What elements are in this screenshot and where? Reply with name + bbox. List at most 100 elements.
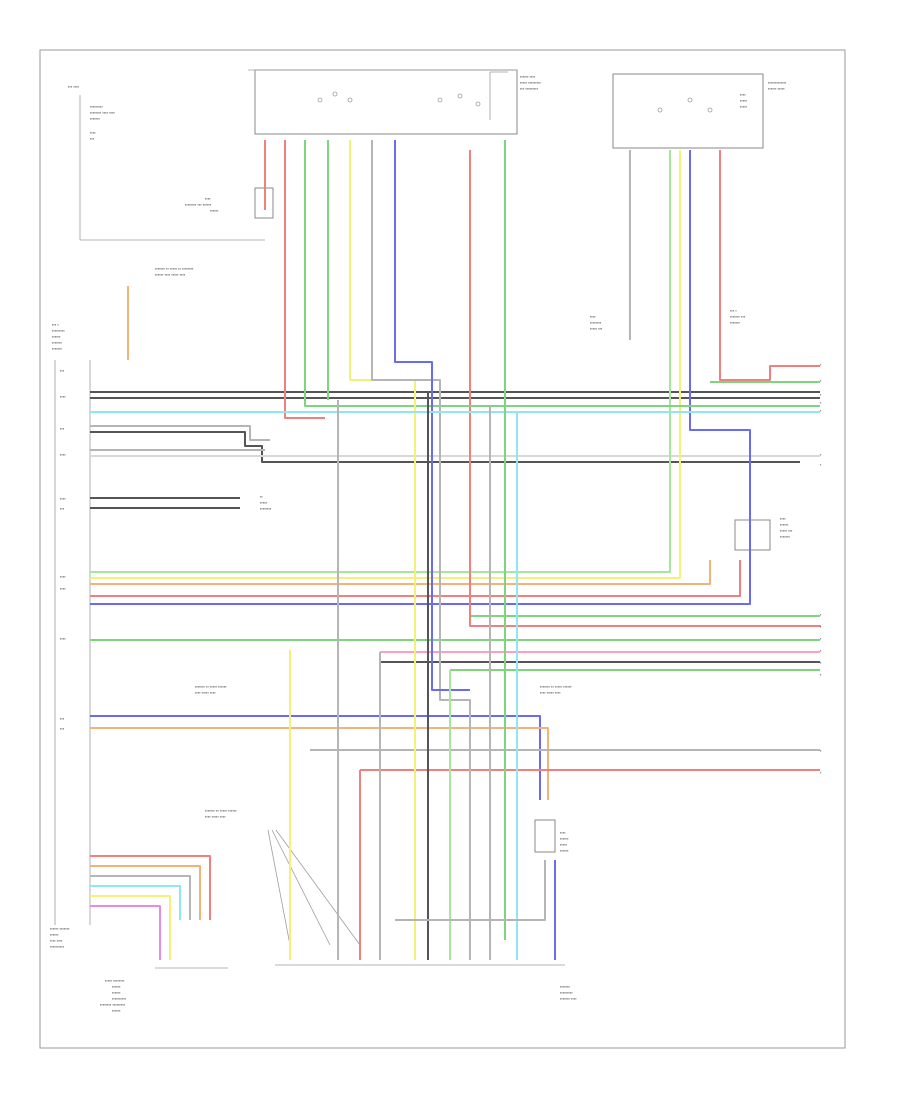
wires: [90, 140, 821, 960]
svg-text:▪▪▪▪▪▪▪▪▪: ▪▪▪▪▪▪▪▪▪: [90, 104, 103, 109]
wire-red-37: [719, 150, 820, 381]
svg-text:▪▪▪▪▪ ▪▪▪▪▪▪▪▪: ▪▪▪▪▪ ▪▪▪▪▪▪▪▪: [105, 978, 125, 983]
svg-text:▪▪▪▪: ▪▪▪▪: [780, 516, 786, 521]
svg-text:▪▪▪: ▪▪▪: [60, 426, 65, 431]
svg-text:▪: ▪: [820, 636, 822, 641]
svg-text:▪▪▪▪: ▪▪▪▪: [60, 636, 66, 641]
wire-gray-46: [90, 875, 191, 920]
wire-blue-16: [90, 715, 541, 800]
wire-orange-17: [90, 727, 549, 800]
svg-text:▪▪▪ ▪▪▪▪▪▪▪▪▪: ▪▪▪ ▪▪▪▪▪▪▪▪▪: [520, 86, 539, 91]
svg-text:▪▪▪▪▪▪▪ ▪▪ ▪▪▪▪▪ ▪▪ ▪▪▪▪▪▪▪▪: ▪▪▪▪▪▪▪ ▪▪ ▪▪▪▪▪ ▪▪ ▪▪▪▪▪▪▪▪: [155, 266, 194, 271]
svg-text:▪▪▪▪▪▪: ▪▪▪▪▪▪: [50, 932, 59, 937]
svg-text:▪▪▪▪▪▪▪: ▪▪▪▪▪▪▪: [90, 116, 101, 121]
svg-text:▪▪▪▪▪▪▪▪: ▪▪▪▪▪▪▪▪: [590, 320, 602, 325]
svg-text:▪▪▪▪: ▪▪▪▪: [560, 830, 566, 835]
svg-text:▪▪▪▪▪▪ ▪▪▪▪▪▪▪: ▪▪▪▪▪▪ ▪▪▪▪▪▪▪: [50, 926, 70, 931]
svg-text:▪▪▪▪▪▪▪: ▪▪▪▪▪▪▪: [780, 534, 791, 539]
svg-text:▪▪▪▪▪▪▪▪▪: ▪▪▪▪▪▪▪▪▪: [560, 990, 573, 995]
svg-text:▪▪▪▪▪▪▪▪ ▪▪▪ ▪▪▪▪▪▪: ▪▪▪▪▪▪▪▪ ▪▪▪ ▪▪▪▪▪▪: [185, 202, 212, 207]
svg-text:▪: ▪: [820, 648, 822, 653]
wire-ltgreen-5: [90, 150, 671, 573]
svg-text:▪: ▪: [820, 378, 822, 383]
svg-text:▪▪▪: ▪▪▪: [60, 726, 65, 731]
svg-text:▪▪▪▪ ▪▪▪▪: ▪▪▪▪ ▪▪▪▪: [50, 938, 63, 943]
svg-text:▪▪: ▪▪: [260, 494, 263, 499]
wire-blue-9: [90, 150, 751, 605]
svg-text:▪: ▪: [820, 452, 822, 457]
svg-text:▪: ▪: [820, 408, 822, 413]
wire-yellow-49: [90, 895, 171, 960]
svg-text:▪▪▪ ▪: ▪▪▪ ▪: [52, 322, 59, 327]
svg-text:▪▪▪▪▪▪▪▪▪▪: ▪▪▪▪▪▪▪▪▪▪: [50, 944, 65, 949]
svg-text:▪▪▪▪▪: ▪▪▪▪▪: [740, 98, 748, 103]
right-pin-labels: ▪ ▪ ▪ ▪ ▪ ▪ ▪ ▪ ▪ ▪ ▪ ▪ ▪ ▪ ▪: [820, 362, 822, 775]
svg-text:▪▪▪▪▪▪▪: ▪▪▪▪▪▪▪: [52, 340, 63, 345]
wire-green-22: [304, 140, 820, 407]
neutral-safety-switch: ▪▪▪▪ ▪▪▪▪▪▪ ▪▪▪▪▪ ▪▪▪ ▪▪▪▪▪▪▪: [734, 516, 793, 551]
svg-text:▪: ▪: [820, 660, 822, 665]
shift-lock-solenoid: ▪▪▪▪ ▪▪▪▪▪▪▪▪ ▪▪▪ ▪▪▪▪▪▪ ▪▪▪▪▪▪: [185, 187, 274, 219]
svg-text:▪▪▪▪: ▪▪▪▪: [590, 314, 596, 319]
svg-text:▪▪▪▪▪▪ ▪▪▪▪ ▪▪▪▪▪ ▪▪▪▪: ▪▪▪▪▪▪ ▪▪▪▪ ▪▪▪▪▪ ▪▪▪▪: [155, 272, 186, 277]
svg-text:▪▪▪ ▪▪▪▪: ▪▪▪ ▪▪▪▪: [68, 84, 80, 89]
svg-text:▪: ▪: [820, 400, 822, 405]
svg-text:▪: ▪: [820, 392, 822, 397]
svg-text:▪▪▪▪▪▪ ▪▪▪▪: ▪▪▪▪▪▪ ▪▪▪▪: [520, 74, 536, 79]
svg-text:▪▪▪: ▪▪▪: [60, 716, 65, 721]
wire-red-44: [90, 855, 211, 920]
wire-red-21: [284, 140, 325, 419]
svg-text:▪▪▪▪ ▪▪▪▪▪ ▪▪▪▪: ▪▪▪▪ ▪▪▪▪▪ ▪▪▪▪: [195, 690, 216, 695]
svg-text:▪▪▪▪▪▪: ▪▪▪▪▪▪: [560, 836, 569, 841]
park-position-switch: ▪▪▪▪▪ ▪▪▪▪▪▪▪▪ ▪▪▪▪▪▪ ▪▪▪▪▪▪ ▪▪▪▪▪▪▪▪▪▪ …: [100, 967, 228, 1013]
wire-gray-51: [395, 860, 546, 921]
svg-text:▪▪▪: ▪▪▪: [90, 136, 95, 141]
svg-text:▪▪▪▪▪ ▪▪▪▪▪▪▪▪▪: ▪▪▪▪▪ ▪▪▪▪▪▪▪▪▪: [520, 80, 542, 85]
wire-cyan-47: [90, 885, 181, 920]
ecm-terminal-labels: ▪▪▪ ▪▪▪▪ ▪▪▪ ▪▪▪▪ ▪▪▪▪ ▪▪▪ ▪▪▪▪ ▪▪▪▪ ▪▪▪…: [60, 368, 66, 731]
svg-text:▪: ▪: [820, 612, 822, 617]
wire-black-3: [90, 431, 800, 463]
svg-text:▪▪▪▪▪▪ ▪▪▪▪▪: ▪▪▪▪▪▪ ▪▪▪▪▪: [768, 86, 785, 91]
svg-text:▪: ▪: [820, 672, 822, 677]
svg-text:▪: ▪: [820, 462, 822, 467]
svg-text:▪▪▪▪: ▪▪▪▪: [740, 92, 746, 97]
diagram-frame: [39, 49, 846, 1049]
wire-violet-48: [90, 905, 161, 960]
svg-text:▪▪▪▪▪▪: ▪▪▪▪▪▪: [52, 334, 61, 339]
wire-gray-2: [90, 425, 270, 441]
svg-text:▪▪▪▪▪▪: ▪▪▪▪▪▪: [780, 522, 789, 527]
combination-switch: ▪▪▪▪ ▪▪▪▪▪ ▪▪▪▪▪ ▪▪▪▪▪▪▪▪▪▪▪▪▪ ▪▪▪▪▪▪ ▪▪…: [612, 73, 787, 149]
wire-blue-26: [394, 140, 470, 691]
svg-text:▪▪▪▪▪▪▪ ▪▪ ▪▪▪▪▪ ▪▪▪▪▪▪: ▪▪▪▪▪▪▪ ▪▪ ▪▪▪▪▪ ▪▪▪▪▪▪: [540, 684, 572, 689]
ignition-switch: ▪▪▪ ▪▪▪▪ ▪▪▪▪▪▪▪▪▪ ▪▪▪▪▪▪▪▪ ▪▪▪▪ ▪▪▪▪ ▪▪…: [68, 84, 265, 241]
svg-text:▪▪▪▪: ▪▪▪▪: [60, 452, 66, 457]
wire-red-12: [469, 150, 821, 627]
svg-text:▪▪▪▪▪: ▪▪▪▪▪: [560, 842, 568, 847]
svg-text:▪▪▪: ▪▪▪: [60, 368, 65, 373]
svg-text:▪▪▪▪▪ ▪▪▪: ▪▪▪▪▪ ▪▪▪: [590, 326, 603, 331]
svg-text:▪▪▪▪▪▪: ▪▪▪▪▪▪: [112, 1008, 121, 1013]
transmission-control-switch: ▪▪▪▪▪▪ ▪▪▪▪ ▪▪▪▪▪ ▪▪▪▪▪▪▪▪▪ ▪▪▪ ▪▪▪▪▪▪▪▪…: [248, 69, 542, 135]
svg-text:▪▪▪▪▪ ▪▪▪: ▪▪▪▪▪ ▪▪▪: [780, 528, 793, 533]
svg-text:▪▪▪▪ ▪▪▪▪▪ ▪▪▪▪: ▪▪▪▪ ▪▪▪▪▪ ▪▪▪▪: [205, 814, 226, 819]
svg-text:▪▪▪ ▪: ▪▪▪ ▪: [730, 308, 737, 313]
wire-red-8: [90, 560, 741, 597]
svg-text:▪▪▪▪▪▪▪: ▪▪▪▪▪▪▪: [730, 320, 741, 325]
svg-text:▪: ▪: [820, 362, 822, 367]
wire-orange-7: [90, 560, 711, 585]
svg-text:▪: ▪: [820, 770, 822, 775]
svg-text:▪▪▪▪: ▪▪▪▪: [60, 586, 66, 591]
svg-text:▪▪▪▪: ▪▪▪▪: [205, 196, 211, 201]
svg-text:▪▪▪▪▪▪: ▪▪▪▪▪▪: [112, 984, 121, 989]
svg-text:▪▪▪▪▪▪▪▪▪▪▪▪▪: ▪▪▪▪▪▪▪▪▪▪▪▪▪: [768, 80, 787, 85]
svg-text:▪▪▪▪▪: ▪▪▪▪▪: [740, 104, 748, 109]
transmission-solenoids: ▪▪▪▪▪▪▪ ▪▪▪▪▪▪▪▪▪ ▪▪▪▪▪▪▪ ▪▪▪▪: [275, 964, 577, 1001]
svg-text:▪▪▪▪▪▪▪ ▪▪ ▪▪▪▪▪ ▪▪▪▪▪▪: ▪▪▪▪▪▪▪ ▪▪ ▪▪▪▪▪ ▪▪▪▪▪▪: [205, 808, 237, 813]
svg-text:▪▪▪▪▪▪▪ ▪▪▪: ▪▪▪▪▪▪▪ ▪▪▪: [730, 314, 746, 319]
svg-text:▪▪▪▪: ▪▪▪▪: [90, 130, 96, 135]
svg-text:▪▪▪▪ ▪▪▪▪▪ ▪▪▪▪: ▪▪▪▪ ▪▪▪▪▪ ▪▪▪▪: [540, 690, 561, 695]
svg-text:▪▪▪▪▪▪: ▪▪▪▪▪▪: [210, 208, 219, 213]
svg-text:▪▪▪▪▪▪▪: ▪▪▪▪▪▪▪: [560, 984, 571, 989]
